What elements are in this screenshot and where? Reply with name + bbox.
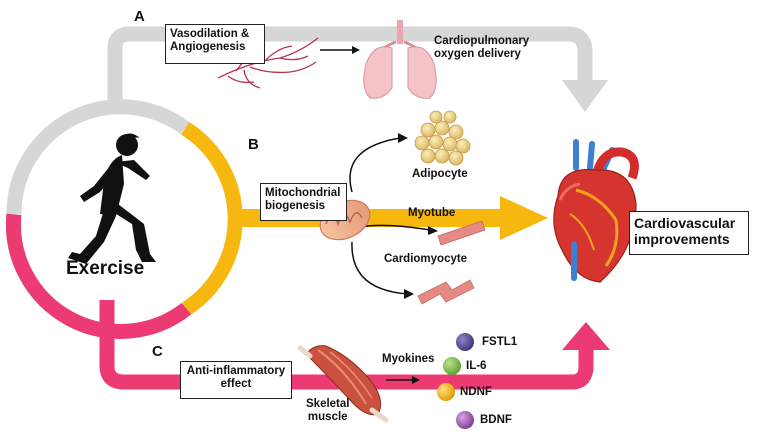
cardiopulmonary-label: Cardiopulmonary oxygen delivery bbox=[434, 35, 530, 60]
section-c-letter: C bbox=[152, 343, 163, 360]
myotube-icon bbox=[437, 220, 486, 246]
runner-icon bbox=[68, 133, 156, 264]
myokine-ndnf-label: NDNF bbox=[460, 386, 492, 398]
skeletal-muscle-label: Skeletal muscle bbox=[306, 398, 350, 423]
myokine-bdnf-label: BDNF bbox=[480, 414, 512, 426]
lungs-icon bbox=[363, 20, 437, 99]
vasodilation-box: Vasodilation & Angiogenesis bbox=[165, 24, 265, 64]
myokines-arrow bbox=[386, 376, 420, 384]
cardiomyocyte-label: Cardiomyocyte bbox=[384, 253, 468, 265]
section-a-letter: A bbox=[134, 8, 145, 25]
myokine-balls bbox=[437, 333, 474, 429]
mitochondrial-box: Mitochondrial biogenesis bbox=[260, 183, 347, 221]
adipocyte-cluster-icon bbox=[414, 110, 471, 166]
curve-arrow-heads bbox=[398, 133, 438, 299]
exercise-label: Exercise bbox=[66, 258, 145, 279]
anti-inflammatory-box: Anti-inflammatory effect bbox=[180, 361, 292, 399]
skeletal-muscle-icon bbox=[297, 345, 389, 423]
heart-icon bbox=[553, 139, 639, 283]
ndnf-ball bbox=[437, 383, 455, 401]
cardiovascular-box: Cardiovascular improvements bbox=[629, 211, 749, 255]
cardiomyocyte-icon bbox=[417, 279, 475, 305]
bdnf-ball bbox=[456, 411, 474, 429]
fstl1-ball bbox=[456, 333, 474, 351]
vessel-to-lungs-arrow bbox=[320, 46, 360, 54]
myotube-label: Myotube bbox=[408, 207, 456, 219]
section-b-letter: B bbox=[248, 136, 259, 153]
myokine-fstl1-label: FSTL1 bbox=[482, 336, 518, 348]
adipocyte-label: Adipocyte bbox=[412, 168, 468, 180]
il6-ball bbox=[443, 357, 461, 375]
myokines-label: Myokines bbox=[382, 353, 435, 365]
exercise-ring bbox=[5, 99, 243, 339]
pathway-a-arrow bbox=[107, 26, 608, 112]
myokine-il6-label: IL-6 bbox=[466, 360, 487, 372]
